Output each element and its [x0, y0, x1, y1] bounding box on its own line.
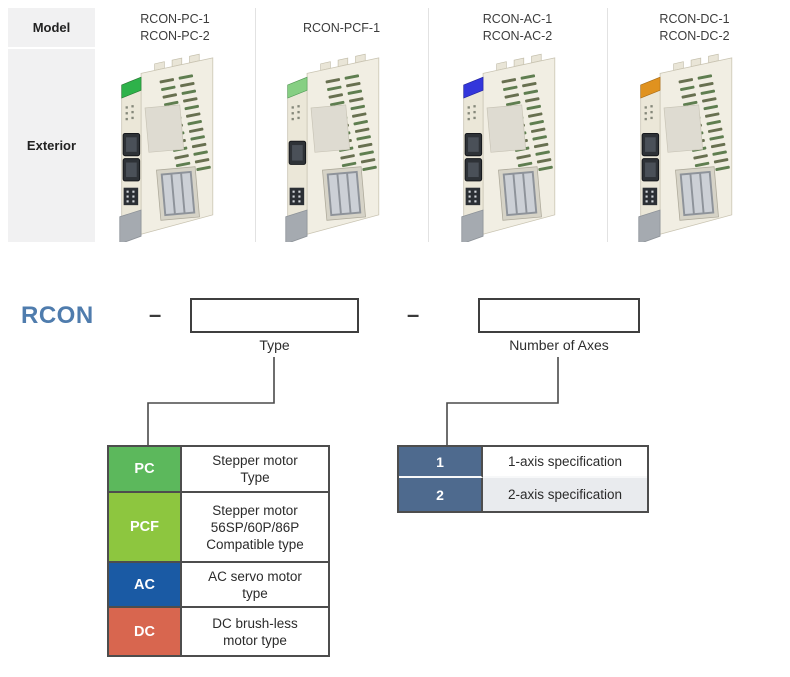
axes-field-label: Number of Axes	[509, 337, 609, 353]
module-image-ac	[454, 52, 580, 242]
axes-code-1: 1	[399, 447, 483, 478]
column-divider	[607, 8, 608, 242]
type-code-box	[190, 298, 359, 333]
accent-stripe	[463, 76, 484, 99]
type-desc-ac: AC servo motor type	[182, 563, 328, 608]
model-name-dc: RCON-DC-1 RCON-DC-2	[659, 12, 730, 43]
model-spec-table: Model Exterior RCON-PC-1 RCON-PC-2 RCON-…	[8, 8, 782, 242]
type-field-label: Type	[259, 337, 290, 353]
axes-code-box	[478, 298, 640, 333]
model-name-ac: RCON-AC-1 RCON-AC-2	[482, 12, 553, 43]
row-header-exterior: Exterior	[8, 49, 95, 242]
type-code-dc: DC	[109, 608, 182, 655]
module-image-pcf	[278, 52, 404, 242]
type-desc-pcf: Stepper motor 56SP/60P/86P Compatible ty…	[182, 493, 328, 563]
row-header-model: Model	[8, 8, 95, 47]
type-code-ac: AC	[109, 563, 182, 608]
separator-dash: –	[407, 302, 420, 327]
axes-legend-table: 1 1-axis specification 2 2-axis specific…	[397, 445, 649, 513]
model-name-pcf: RCON-PCF-1	[302, 20, 381, 35]
accent-stripe	[287, 76, 308, 99]
type-code-pc: PC	[109, 447, 182, 493]
type-desc-dc: DC brush-less motor type	[182, 608, 328, 655]
module-image-dc	[631, 52, 757, 242]
column-divider	[428, 8, 429, 242]
separator-dash: –	[149, 302, 162, 327]
axes-code-2: 2	[399, 478, 483, 511]
accent-stripe	[121, 76, 142, 99]
axes-desc-1: 1-axis specification	[483, 447, 647, 478]
type-legend-table: PC Stepper motor Type PCF Stepper motor …	[107, 445, 330, 657]
column-divider	[255, 8, 256, 242]
model-prefix-label: RCON	[21, 302, 94, 329]
module-image-pc	[112, 52, 238, 242]
model-name-pc: RCON-PC-1 RCON-PC-2	[140, 12, 210, 43]
axes-desc-2: 2-axis specification	[483, 478, 647, 511]
type-code-pcf: PCF	[109, 493, 182, 563]
type-desc-pc: Stepper motor Type	[182, 447, 328, 493]
accent-stripe	[640, 76, 661, 99]
